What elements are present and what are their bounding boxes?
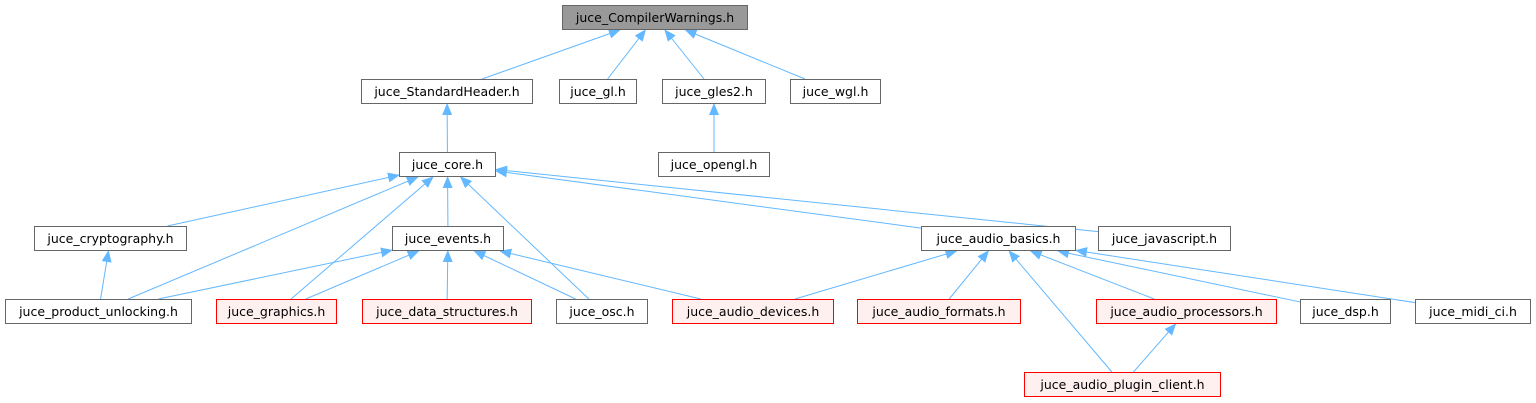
node-javascript[interactable]: juce_javascript.h — [1098, 226, 1231, 251]
edge-wgl-to-compilerwarnings — [684, 29, 806, 80]
node-opengl[interactable]: juce_opengl.h — [658, 152, 770, 177]
edge-midi_ci-to-audio_basics — [1075, 247, 1416, 304]
node-audio-formats[interactable]: juce_audio_formats.h — [857, 299, 1021, 324]
edge-javascript-to-core — [495, 165, 1099, 233]
edge-osc-to-events — [473, 250, 576, 300]
node-midi-ci[interactable]: juce_midi_ci.h — [1415, 299, 1531, 324]
edge-gles2-to-compilerwarnings — [664, 29, 705, 80]
node-core[interactable]: juce_core.h — [399, 152, 496, 177]
node-cryptography[interactable]: juce_cryptography.h — [34, 226, 187, 251]
edge-cryptography-to-core — [167, 172, 400, 227]
node-data-structures[interactable]: juce_data_structures.h — [362, 299, 532, 324]
node-osc[interactable]: juce_osc.h — [556, 299, 648, 324]
node-audio-devices[interactable]: juce_audio_devices.h — [672, 299, 834, 324]
edge-graphics-to-core — [290, 176, 434, 300]
edge-graphics-to-events — [305, 250, 420, 300]
edge-dsp-to-audio_basics — [1056, 248, 1301, 303]
node-dsp[interactable]: juce_dsp.h — [1300, 299, 1391, 324]
edge-audio_processors-to-audio_basics — [1029, 250, 1155, 300]
node-wgl[interactable]: juce_wgl.h — [790, 79, 881, 104]
edge-layer — [100, 28, 1416, 373]
edge-audio_devices-to-audio_basics — [794, 249, 958, 300]
node-compiler-warnings: juce_CompilerWarnings.h — [562, 5, 748, 30]
edge-audio_plugin_client-to-audio_processors — [1133, 323, 1177, 373]
node-audio-basics[interactable]: juce_audio_basics.h — [921, 226, 1076, 251]
edge-product_unlocking-to-core — [127, 176, 419, 300]
edge-audio_plugin_client-to-audio_basics — [1008, 250, 1113, 373]
node-gl[interactable]: juce_gl.h — [559, 79, 637, 104]
edge-data_structures-to-events — [442, 250, 453, 300]
node-standard-header[interactable]: juce_StandardHeader.h — [361, 79, 533, 104]
edge-gl-to-compilerwarnings — [607, 29, 646, 80]
node-gles2[interactable]: juce_gles2.h — [662, 79, 766, 104]
node-events[interactable]: juce_events.h — [392, 226, 504, 251]
edge-audio_devices-to-events — [499, 248, 701, 300]
node-audio-processors[interactable]: juce_audio_processors.h — [1096, 299, 1277, 324]
node-graphics[interactable]: juce_graphics.h — [216, 299, 337, 324]
edge-standardheader-to-compilerwarnings — [481, 28, 621, 80]
node-audio-plugin-client[interactable]: juce_audio_plugin_client.h — [1024, 372, 1221, 397]
edge-product_unlocking-to-events — [158, 247, 393, 300]
edge-product_unlocking-to-cryptography — [100, 250, 112, 300]
edge-osc-to-core — [459, 176, 590, 300]
edge-audio_basics-to-core — [495, 167, 922, 229]
edge-audio_formats-to-audio_basics — [948, 250, 989, 300]
node-product-unlocking[interactable]: juce_product_unlocking.h — [5, 299, 192, 324]
